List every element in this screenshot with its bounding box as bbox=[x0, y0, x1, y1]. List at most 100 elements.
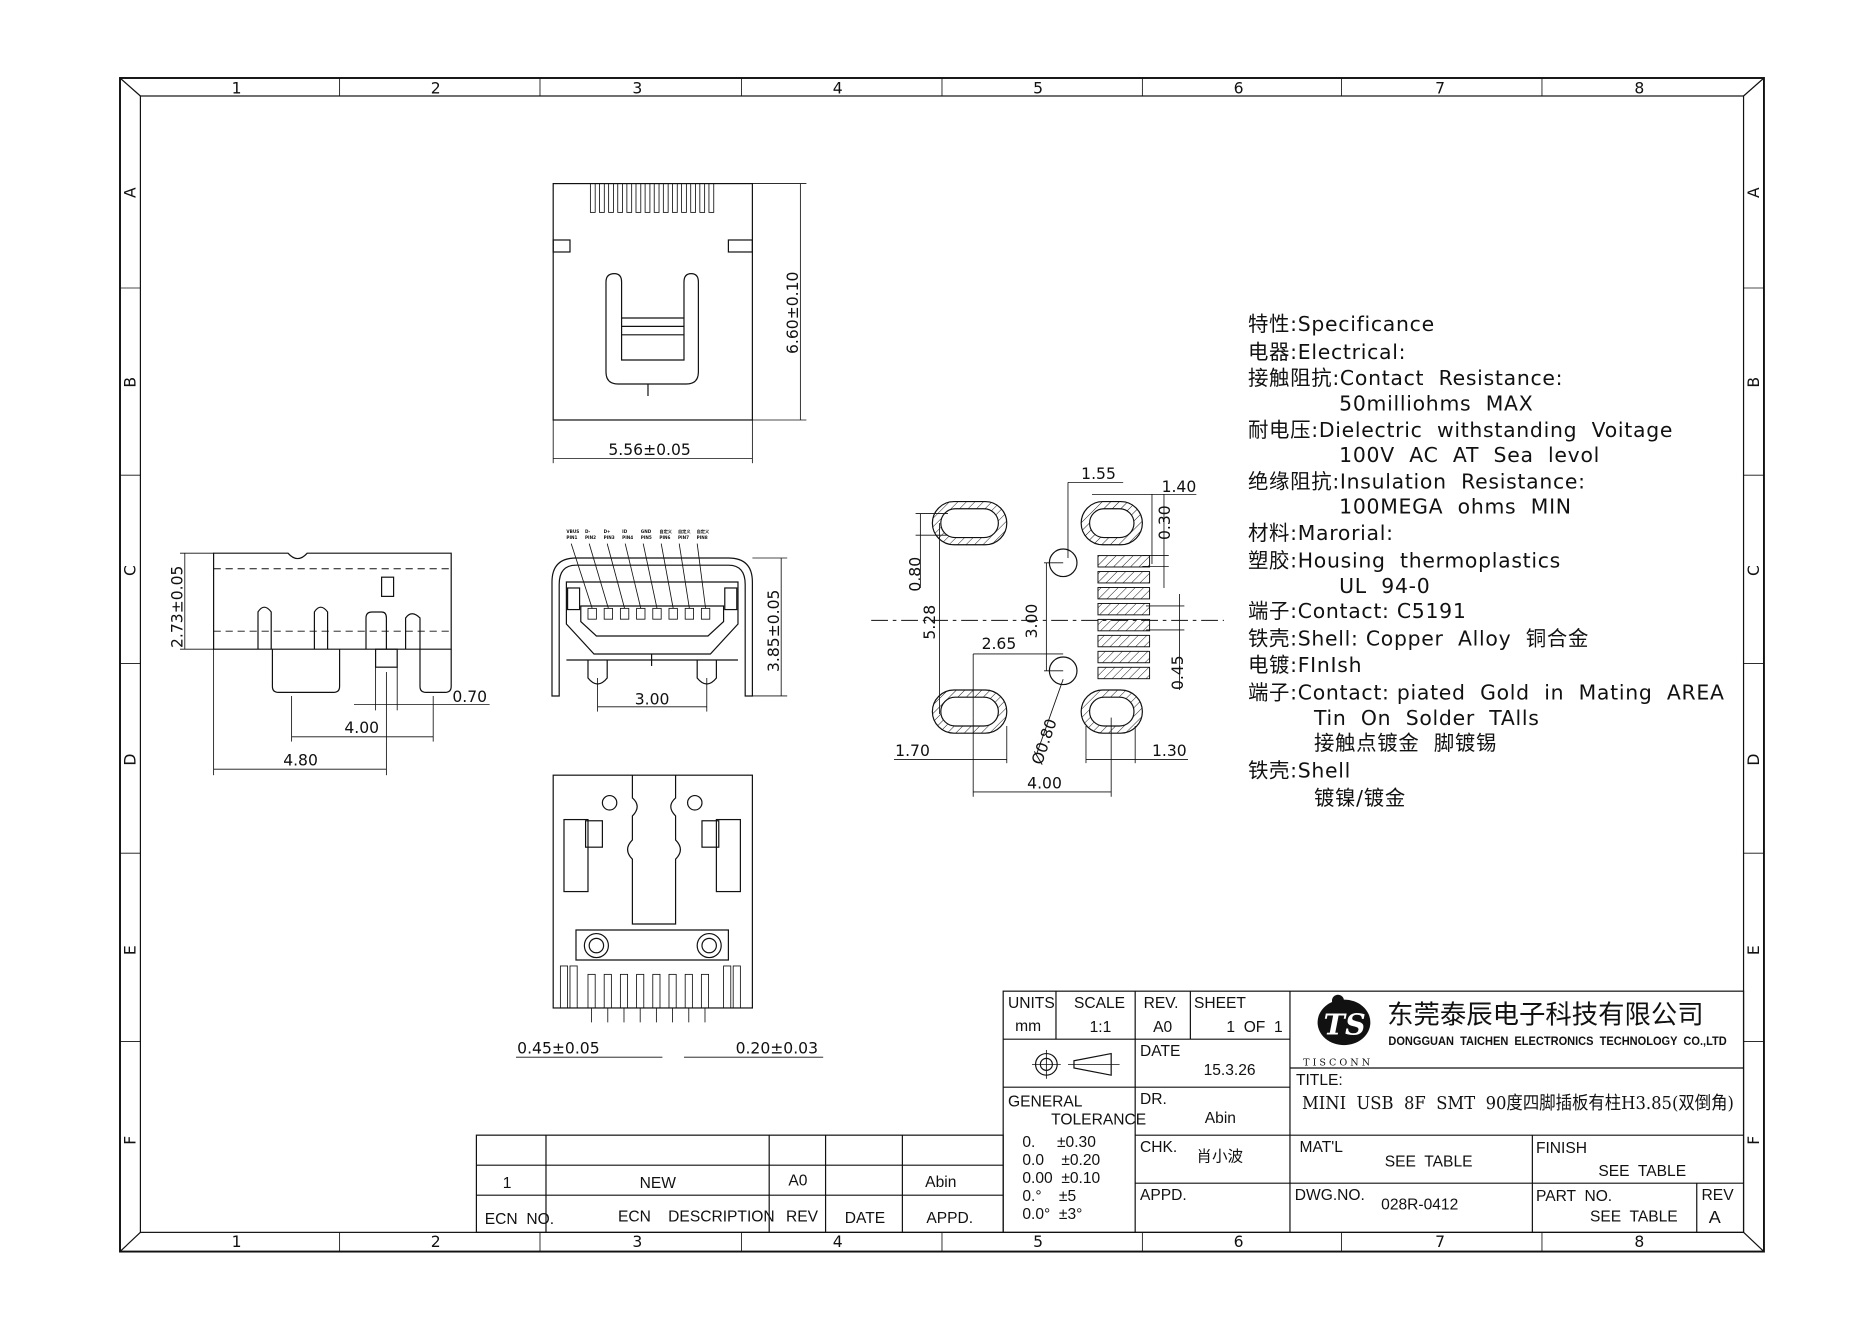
spec-line: Tin On Solder TAlls bbox=[1313, 706, 1540, 730]
pin-label-number: PIN1 bbox=[566, 535, 577, 540]
spec-line-en: FInIsh bbox=[1298, 653, 1362, 677]
row-label-left: D bbox=[122, 754, 140, 766]
contact-finger bbox=[653, 183, 660, 213]
spec-line: 铁壳:Shell: Copper Alloy 铜合金 bbox=[1248, 627, 1589, 651]
column-label-bottom: 3 bbox=[632, 1233, 642, 1251]
dim-fp-6: 3.00 bbox=[1023, 604, 1041, 639]
spec-line-cn: 接触阻抗: bbox=[1248, 366, 1340, 390]
row-label-left: E bbox=[122, 945, 140, 955]
units-label: UNITS bbox=[1008, 995, 1055, 1012]
spec-line-cn: 铁壳: bbox=[1248, 759, 1298, 783]
dim-fp-10: 1.70 bbox=[895, 742, 930, 760]
row-label-right: B bbox=[1745, 377, 1763, 388]
dim-front-height: 3.85±0.05 bbox=[765, 590, 783, 672]
pin-leader bbox=[696, 543, 707, 609]
dim-fp-11: 1.30 bbox=[1152, 742, 1187, 760]
rev-header-date: DATE bbox=[845, 1210, 885, 1227]
pin-leader bbox=[570, 543, 593, 609]
spec-line-cn: 端子: bbox=[1248, 681, 1298, 705]
specification-notes: 特性:Specificance电器:Electrical:接触阻抗:Contac… bbox=[1248, 312, 1724, 810]
column-label-top: 2 bbox=[431, 80, 441, 98]
contact-finger bbox=[589, 183, 596, 213]
spec-line-en: UL 94-0 bbox=[1339, 574, 1430, 598]
row-label-right: E bbox=[1745, 945, 1763, 955]
date-label: DATE bbox=[1140, 1043, 1180, 1060]
contact-finger bbox=[608, 183, 614, 213]
pin-label-signal: 自定义 bbox=[697, 528, 710, 535]
dim-fp-4: 0.80 bbox=[906, 557, 924, 592]
spec-line-cn: 特性: bbox=[1248, 312, 1298, 336]
sheet-value: 1 OF 1 bbox=[1226, 1019, 1282, 1036]
matl-label: MAT'L bbox=[1300, 1139, 1344, 1156]
dwg-no-label: DWG.NO. bbox=[1295, 1187, 1365, 1204]
pin-label-signal: 自定义 bbox=[659, 528, 672, 535]
dim-fp-9: Ø0.80 bbox=[1028, 717, 1060, 767]
spec-line-en: 100V AC AT Sea levol bbox=[1339, 443, 1600, 467]
spec-line: 100V AC AT Sea levol bbox=[1339, 443, 1600, 467]
smt-pad bbox=[1097, 587, 1151, 600]
pin-label-number: PIN5 bbox=[641, 535, 652, 540]
spec-line-cn: 耐电压: bbox=[1248, 418, 1319, 442]
row-label-right: F bbox=[1745, 1136, 1763, 1145]
dim-side-height: 2.73±0.05 bbox=[168, 566, 186, 648]
spec-line-en: Contact Resistance: bbox=[1340, 366, 1563, 390]
contact-finger bbox=[672, 183, 678, 213]
chk-value: 肖小波 bbox=[1196, 1148, 1243, 1166]
solder-tail bbox=[636, 973, 645, 1009]
shell-tab bbox=[723, 965, 732, 1009]
spec-line: 电器:Electrical: bbox=[1248, 340, 1406, 364]
pin-label-number: PIN4 bbox=[622, 535, 633, 540]
smt-pad bbox=[1097, 571, 1151, 584]
front-contact bbox=[603, 607, 614, 620]
spec-line-cn: 塑胶: bbox=[1248, 549, 1298, 573]
dr-label: DR. bbox=[1140, 1091, 1167, 1108]
drawing-title: MINI USB 8F SMT 90度四脚插板有柱H3.85(双倒角) bbox=[1302, 1093, 1734, 1114]
finish-label: FINISH bbox=[1536, 1140, 1587, 1157]
rev-row-ecn-no: 1 bbox=[503, 1175, 512, 1192]
contact-finger bbox=[635, 183, 642, 213]
rev-header-ecn-no: ECN NO. bbox=[485, 1211, 554, 1228]
spec-line-en: 接触点镀金 脚镀锡 bbox=[1314, 731, 1497, 755]
date-value: 15.3.26 bbox=[1204, 1062, 1256, 1079]
solder-tail bbox=[668, 973, 677, 1009]
dim-fp-3: 0.30 bbox=[1156, 505, 1174, 540]
title-label: TITLE: bbox=[1296, 1072, 1343, 1089]
column-label-bottom: 7 bbox=[1435, 1233, 1445, 1251]
solder-tail bbox=[619, 973, 629, 1009]
pin-leader bbox=[678, 543, 690, 609]
front-contact bbox=[684, 607, 695, 620]
pin-leader bbox=[642, 543, 658, 609]
dim-pin-width: 0.45±0.05 bbox=[517, 1040, 599, 1058]
rev-header-description: ECN DESCRIPTION bbox=[618, 1209, 775, 1226]
pin-leader bbox=[624, 543, 642, 609]
smt-pad bbox=[1097, 666, 1151, 680]
spec-line-en: 100MEGA ohms MIN bbox=[1339, 495, 1572, 519]
dwg-no-value: 028R-0412 bbox=[1381, 1197, 1458, 1214]
rev-row-appd: Abin bbox=[925, 1174, 956, 1191]
spec-line: 电镀:FInIsh bbox=[1248, 653, 1362, 677]
tolerance-line: 0. ±0.30 bbox=[1022, 1134, 1096, 1151]
spec-line-en: Tin On Solder TAlls bbox=[1313, 706, 1540, 730]
dim-side-a: 0.70 bbox=[452, 688, 487, 706]
pin-leader bbox=[660, 543, 674, 609]
contact-finger bbox=[699, 183, 706, 213]
front-contact bbox=[652, 607, 662, 620]
pin-leader bbox=[588, 543, 609, 609]
smt-pad bbox=[1097, 634, 1151, 648]
column-label-bottom: 4 bbox=[833, 1233, 843, 1251]
pin-label-number: PIN7 bbox=[678, 535, 689, 540]
spec-line: 铁壳:Shell bbox=[1248, 759, 1351, 783]
pin-label-signal: VBUS bbox=[566, 529, 579, 534]
row-label-left: C bbox=[122, 565, 140, 576]
column-label-bottom: 1 bbox=[232, 1233, 242, 1251]
contact-finger bbox=[708, 183, 715, 213]
dr-value: Abin bbox=[1205, 1110, 1236, 1127]
row-label-left: B bbox=[122, 377, 140, 388]
shell-tab bbox=[569, 965, 578, 1009]
front-contact bbox=[636, 607, 646, 620]
spec-line: 接触点镀金 脚镀锡 bbox=[1314, 731, 1497, 755]
spec-line: 端子:Contact: C5191 bbox=[1248, 599, 1467, 623]
shell-tab bbox=[559, 965, 569, 1009]
